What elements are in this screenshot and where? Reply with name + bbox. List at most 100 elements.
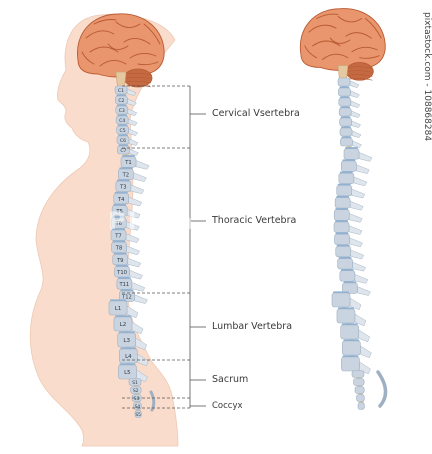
right-spine-process	[350, 249, 365, 260]
cerebellum-fold	[347, 70, 373, 73]
brain-fold	[321, 53, 349, 61]
brain-fold	[308, 24, 337, 33]
right-spine-vertebra	[341, 356, 360, 372]
right-spine-vertebra	[354, 386, 365, 394]
cerebellum-icon	[345, 62, 374, 81]
brain-fold	[93, 19, 117, 25]
right-spine-process	[357, 286, 371, 296]
right-spine-process	[350, 90, 360, 98]
right-spine-process	[358, 329, 371, 343]
left-spine-vertebra	[118, 168, 134, 180]
brain-fold	[99, 60, 127, 67]
left-spine-vertebra	[115, 105, 129, 115]
vertebra-label: C2	[118, 98, 124, 104]
brain-fold	[359, 55, 380, 59]
left-spine-process	[135, 160, 150, 170]
brain-fold	[81, 51, 95, 65]
vertebra-label: C1	[118, 88, 124, 94]
vertebra-label: L1	[115, 306, 122, 312]
right-spine-process	[349, 237, 363, 248]
left-spine-vertebra	[115, 180, 132, 192]
brain-fold	[329, 37, 351, 44]
right-spine-process	[352, 140, 362, 148]
cerebellum-icon	[123, 68, 153, 88]
right-spine-vertebra	[334, 197, 351, 209]
left-spine-vertebra	[114, 266, 130, 278]
vertebra-label: L2	[120, 322, 127, 328]
left-spine-vertebra	[130, 386, 142, 394]
vertebra-label: T8	[115, 246, 122, 252]
brain-fold	[129, 53, 157, 59]
right-spine-vertebra	[342, 282, 358, 294]
vertebra-label: C5	[120, 128, 126, 134]
left-spine-vertebra	[116, 125, 129, 135]
left-spine-vertebra	[116, 278, 133, 290]
vertebra-label: S5	[135, 412, 141, 418]
cerebrum-icon	[299, 8, 386, 71]
cerebrum-icon	[77, 13, 165, 78]
left-spine-vertebra	[120, 156, 137, 168]
right-spine-vertebra	[331, 292, 351, 308]
vertebra-label: L4	[125, 354, 132, 360]
left-spine-vertebra	[112, 254, 129, 266]
label-sacrum: Sacrum	[212, 374, 249, 385]
left-spine-vertebra	[128, 378, 142, 386]
right-spine-vertebra	[334, 233, 350, 245]
brain-fold	[137, 61, 159, 66]
right-spine-process	[351, 120, 361, 128]
right-spine-vertebra	[339, 127, 353, 137]
left-spine-vertebra	[113, 316, 133, 332]
vertebra-label: S3	[134, 396, 140, 402]
right-spine-vertebra	[356, 394, 365, 402]
right-spine-vertebra	[333, 221, 350, 233]
right-spine-vertebra	[343, 148, 360, 160]
brain-fold	[107, 43, 129, 50]
brain-right	[299, 8, 386, 86]
vertebra-label: T12	[121, 294, 132, 300]
spine-right	[331, 77, 388, 410]
right-spine-vertebra	[337, 258, 353, 270]
cerebellum-fold	[347, 66, 373, 69]
left-spine-vertebra	[117, 145, 130, 155]
right-spine-vertebra	[340, 137, 353, 147]
brain-fold	[123, 38, 151, 45]
right-spine-vertebra	[351, 370, 365, 378]
right-spine-process	[354, 274, 369, 284]
left-spine-vertebra	[111, 241, 127, 253]
vertebra-label: C7	[120, 148, 126, 154]
left-spine-process	[131, 282, 146, 292]
right-spine-vertebra	[338, 87, 351, 97]
label-cervical: Cervical Vsertebra	[212, 108, 300, 119]
vertebra-label: C6	[120, 138, 126, 144]
left-spine-vertebra	[115, 115, 129, 125]
cerebellum-fold	[125, 72, 152, 76]
vertebra-label: C3	[119, 108, 125, 114]
vertebra-label: T3	[119, 185, 126, 191]
right-spine-vertebra	[333, 209, 350, 221]
left-spine-vertebra	[110, 229, 127, 241]
right-spine-vertebra	[342, 340, 361, 356]
cerebellum-fold	[347, 74, 373, 77]
vertebra-label: T4	[117, 197, 125, 203]
right-spine-vertebra	[336, 185, 353, 197]
brain-fold	[351, 46, 378, 53]
left-coccyx	[149, 390, 156, 412]
left-spine-vertebra	[134, 410, 142, 418]
right-spine-process	[349, 200, 364, 211]
left-spine-process	[133, 172, 147, 182]
brain-fold	[143, 23, 161, 45]
vertebra-label: C4	[119, 118, 125, 124]
vertebra-label: T2	[122, 172, 129, 178]
vertebra-label: S4	[135, 404, 141, 410]
right-spine-process	[351, 188, 366, 199]
vertebra-label: T7	[114, 233, 121, 239]
vertebra-label: T6	[114, 221, 121, 227]
left-spine-vertebra	[108, 300, 128, 316]
left-spine-vertebra	[117, 332, 137, 348]
cerebellum-fold	[125, 76, 152, 80]
watermark-side: pixtastock.com - 108868284	[422, 12, 432, 142]
right-spine-process	[351, 130, 362, 138]
vertebra-label: T5	[115, 209, 122, 215]
